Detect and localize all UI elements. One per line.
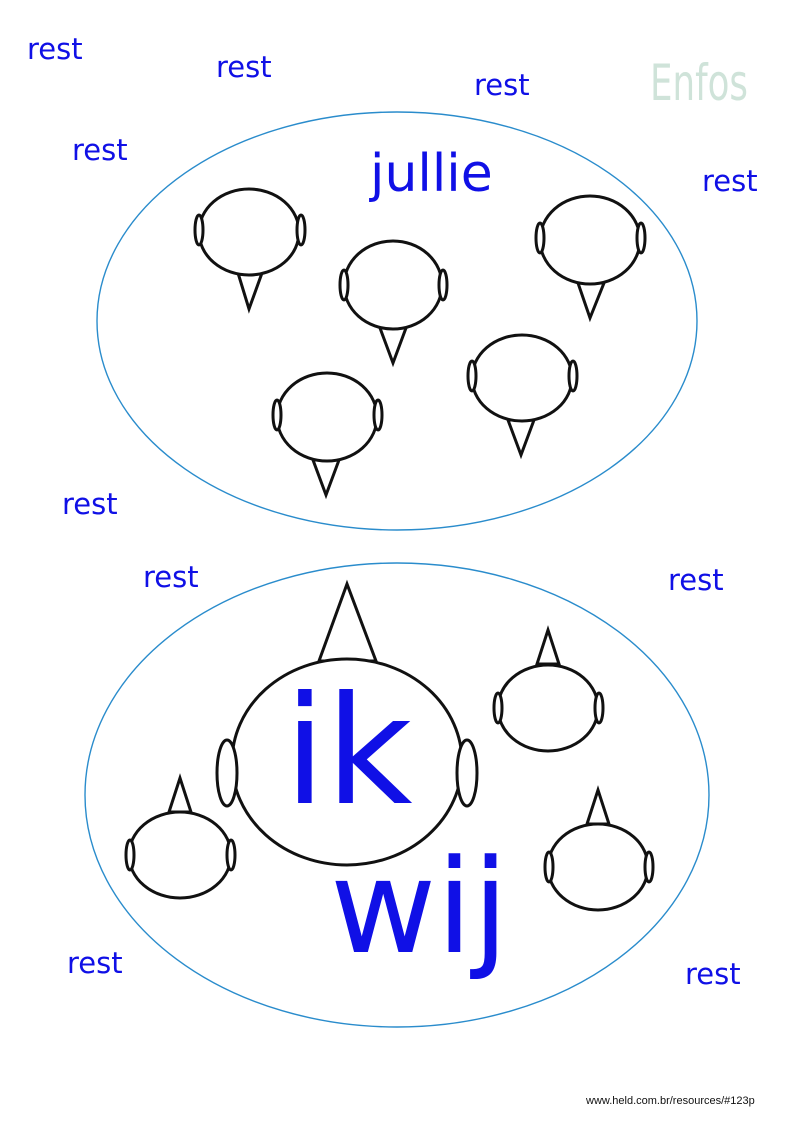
- enfos-logo: Enfos: [650, 54, 748, 108]
- rest-label: rest: [27, 32, 83, 66]
- jullie-person-4: [466, 333, 579, 460]
- jullie-group-ellipse: [96, 111, 698, 531]
- jullie-person-2: [338, 239, 449, 368]
- ik-label: ik: [284, 665, 413, 839]
- rest-label: rest: [474, 68, 530, 102]
- rest-label: rest: [685, 957, 741, 991]
- wij-group-ellipse: [84, 562, 710, 1028]
- jullie-person-5: [271, 371, 384, 500]
- rest-label: rest: [72, 133, 128, 167]
- rest-label: rest: [67, 946, 123, 980]
- wij-person-2: [124, 773, 237, 900]
- svg-text:Enfos: Enfos: [650, 54, 748, 108]
- rest-label: rest: [62, 487, 118, 521]
- wij-person-1: [492, 625, 605, 753]
- rest-label: rest: [668, 563, 724, 597]
- rest-label: rest: [143, 560, 199, 594]
- wij-person-3: [543, 785, 655, 912]
- rest-label: rest: [216, 50, 272, 84]
- footer-url: www.held.com.br/resources/#123p: [586, 1095, 755, 1107]
- jullie-person-3: [534, 194, 647, 323]
- ik-person: [215, 579, 479, 867]
- rest-label: rest: [702, 164, 758, 198]
- wij-label: wij: [330, 831, 509, 983]
- jullie-label: jullie: [370, 144, 493, 204]
- jullie-person-1: [193, 187, 307, 314]
